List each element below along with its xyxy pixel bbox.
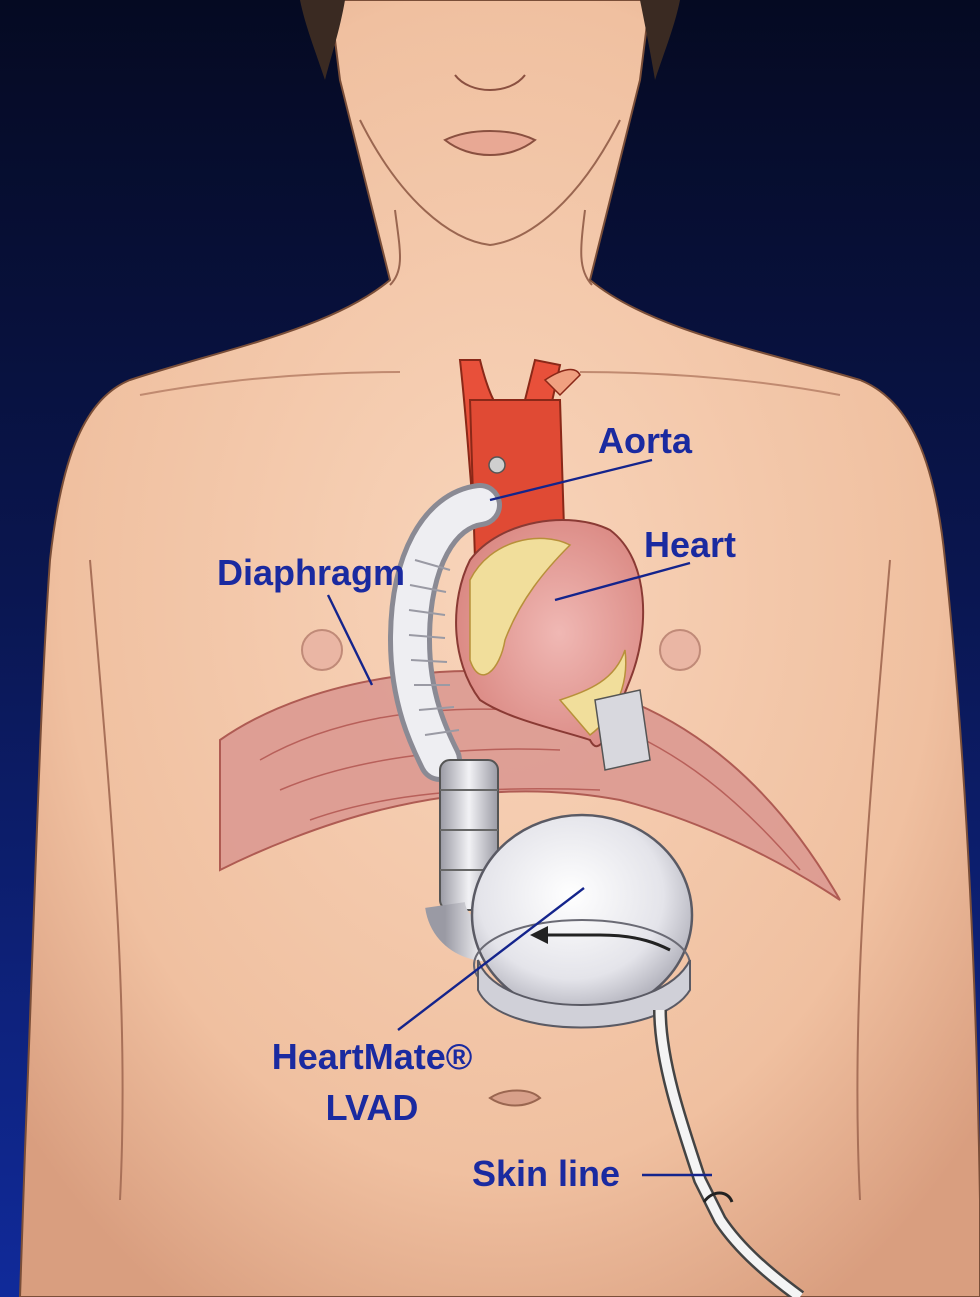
nipple-right [660, 630, 700, 670]
heart-apex-cuff [595, 690, 650, 770]
label-device-line2: LVAD [326, 1087, 419, 1128]
label-heart: Heart [644, 524, 736, 565]
nipple-left [302, 630, 342, 670]
label-device-line1: HeartMate® [272, 1036, 473, 1077]
lvad-pump [472, 815, 692, 1028]
label-diaphragm: Diaphragm [217, 552, 405, 593]
graft-anastomosis [489, 457, 505, 473]
label-aorta: Aorta [598, 420, 693, 461]
pump-housing [472, 815, 692, 1015]
label-skin-line: Skin line [472, 1153, 620, 1194]
